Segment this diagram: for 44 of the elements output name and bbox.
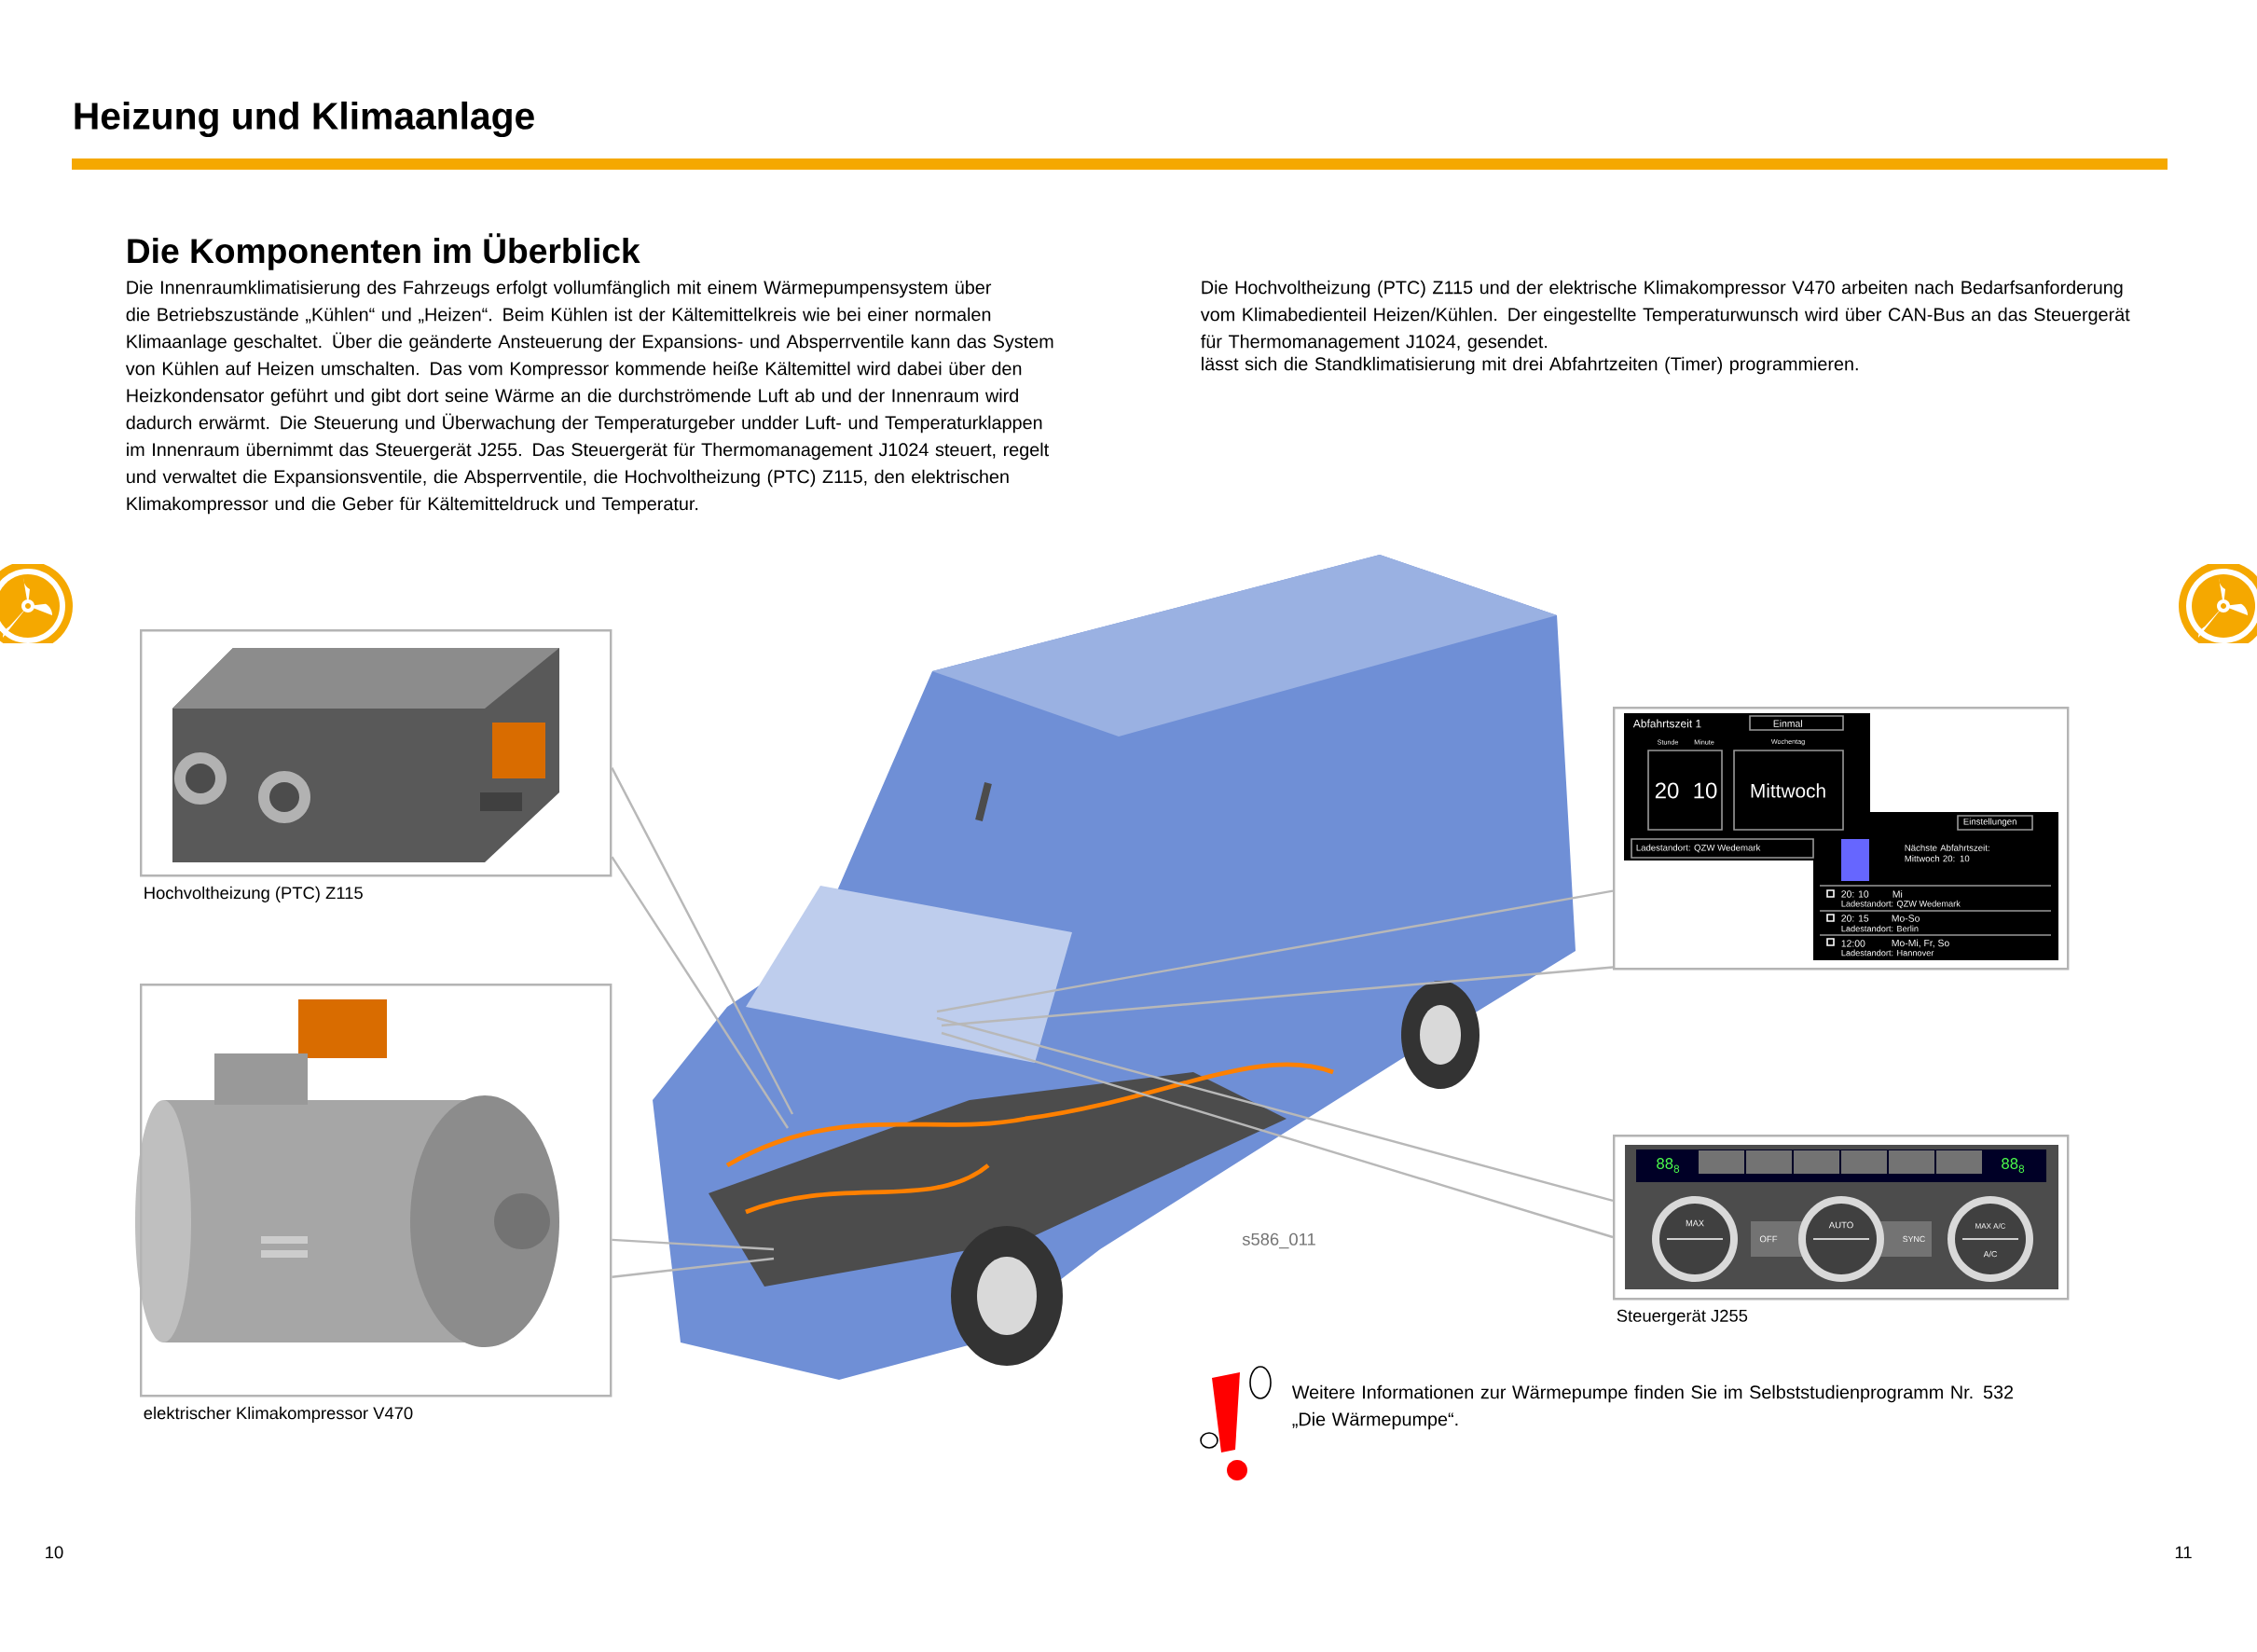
panel-label: A/C (1983, 1250, 1997, 1258)
screen-text: 10 (1694, 782, 1717, 799)
node-label: Steuergerät J255 (1617, 1309, 1748, 1326)
figure-code: s586_011 (1242, 1232, 1315, 1249)
page-number: 11 (2175, 1546, 2192, 1559)
leader-line (941, 1031, 1614, 1239)
screen-text: Ladestandort: Berlin (1841, 925, 1919, 932)
panel-label: AUTO (1828, 1221, 1853, 1229)
leader-line (611, 856, 790, 1129)
screen-text: Ladestandort: QZW Wedemark (1841, 900, 1961, 909)
screen-text: Ladestandort: Hannover (1841, 949, 1934, 957)
section-heading: Die Komponenten im Überblick (128, 233, 640, 270)
screen-text: Abfahrtszeit 1 (1632, 719, 1701, 728)
body-text: Die Innenraumklimatisierung des Fahrzeugs erfolgt vollumfänglich mit einem Wärmepumpensystem über die Betriebszustände „Kühlen“ und „Heizen“. Beim Kühlen ist der Kältemittelkreis wie bei einer normalen Klimaanlage geschaltet. Über die geänderte Ansteuerung der Expansions- und Absperrventile kann das System von Kühlen auf Heizen umschalten. Das vom Kompressor kommende heiße Kältemittel wird dabei über den Heizkondensator geführt und gibt dort seine Wärme an die durchströmende Luft ab und der Innenraum wird dadurch erwärmt. Die Steuerung und Überwachung der Temperaturgeber undder Luft- und Temperaturklappen im Innenraum übernimmt das Steuergerät J255. Das Steuergerät für Thermomanagement J1024 steuert, regelt und verwaltet die Expansionsventile, die Absperrventile, die Hochvoltheizung (PTC) Z115, den elektrischen Klimakompressor und die Geber für Kältemitteldruck und Temperatur. (125, 280, 1053, 515)
leader-line (612, 1257, 775, 1279)
screen-text: 20: 10 (1841, 890, 1869, 898)
screen-text: Mi (1892, 890, 1903, 898)
screen-text: 12:00 (1841, 940, 1865, 947)
leader-line (611, 767, 794, 1115)
screen-text: 20 (1655, 782, 1679, 799)
screen-text: Mo-Mi, Fr, So (1892, 939, 1949, 948)
screen-text: Einstellungen (1963, 818, 2016, 827)
page-number: 10 (46, 1546, 63, 1559)
display-digits: 88$_{8}$ (2002, 1158, 2025, 1173)
panel-label: MAX (1686, 1219, 1704, 1227)
note-text: Weitere Informationen zur Wärmepumpe finden Sie im Selbststudienprogramm Nr. 532 „Die Wärmepumpe“. (1291, 1384, 2014, 1430)
leader-line (936, 1016, 1614, 1203)
panel-label: OFF (1759, 1235, 1778, 1243)
screen-text: Mittwoch (1751, 783, 1825, 798)
leader-line (941, 966, 1614, 1027)
screen-text: 20: 15 (1841, 915, 1869, 922)
page-title: Heizung und Klimaanlage (75, 101, 534, 138)
body-text: Die Hochvoltheizung (PTC) Z115 und der elektrische Klimakompressor V470 arbeiten nach Bedarfsanforderung vom Klimabedienteil Heizen/Kühlen. Der eingestellte Temperaturwunsch wird über CAN-Bus an das Steuergerät für Thermomanagement J1024, gesendet. (1200, 280, 2130, 352)
screen-text: Einmal (1773, 720, 1802, 727)
panel-label: SYNC (1903, 1235, 1925, 1243)
body-text: lässt sich die Standklimatisierung mit drei Abfahrtzeiten (Timer) programmieren. (1202, 356, 1858, 375)
leader-line (936, 889, 1614, 1013)
screen-text: Mo-So (1892, 915, 1920, 922)
leader-line (612, 1238, 775, 1251)
screen-text: Nächste Abfahrtszeit: Mittwoch 20: 10 (1905, 844, 1989, 862)
screen-text: Ladestandort: QZW Wedemark (1636, 844, 1761, 853)
node-label: Hochvoltheizung (PTC) Z115 (145, 886, 363, 902)
node-label: elektrischer Klimakompressor V470 (144, 1406, 413, 1423)
display-digits: 88$_{8}$ (1657, 1158, 1680, 1173)
